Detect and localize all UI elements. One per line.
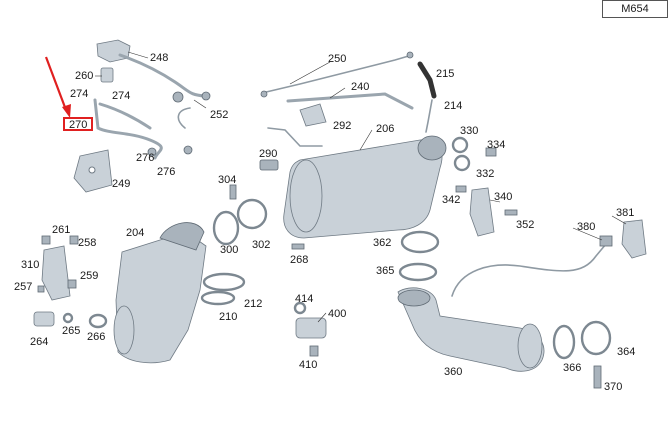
sensor-260 <box>100 67 114 83</box>
label-380: 380 <box>577 221 596 233</box>
model-code-box: M654 <box>602 0 668 18</box>
pipe-292 <box>267 127 323 147</box>
label-342: 342 <box>442 194 461 206</box>
label-340: 340 <box>494 191 513 203</box>
label-366: 366 <box>563 362 582 374</box>
label-270: 270 <box>69 119 88 131</box>
label-258: 258 <box>78 237 97 249</box>
label-266: 266 <box>87 331 106 343</box>
ring-300 <box>212 210 240 246</box>
bracket-381 <box>621 219 647 259</box>
sensor-cable-380 <box>451 235 613 297</box>
leader-lines <box>95 51 627 323</box>
label-261: 261 <box>52 224 71 236</box>
label-250: 250 <box>328 53 347 65</box>
label-215: 215 <box>436 68 455 80</box>
label-362: 362 <box>373 237 392 249</box>
label-274b: 274 <box>112 90 131 102</box>
label-204: 204 <box>126 227 145 239</box>
label-330: 330 <box>460 125 479 137</box>
actuator-400 <box>293 301 327 357</box>
bracket-248 <box>96 39 211 103</box>
label-240: 240 <box>351 81 370 93</box>
label-264: 264 <box>30 336 49 348</box>
callout-highlight-270 <box>63 117 93 131</box>
label-257: 257 <box>14 281 33 293</box>
label-300: 300 <box>220 244 239 256</box>
sensor-330 <box>451 136 497 172</box>
particulate-filter-206 <box>283 135 447 239</box>
label-304: 304 <box>218 174 237 186</box>
label-364: 364 <box>617 346 636 358</box>
label-249: 249 <box>112 178 131 190</box>
ring-365 <box>398 262 438 282</box>
label-310: 310 <box>21 259 40 271</box>
label-370: 370 <box>604 381 623 393</box>
pipes-270 <box>93 98 193 160</box>
bolt-304 <box>229 184 237 200</box>
turbo-housing-204 <box>113 222 207 364</box>
hose-215 <box>417 61 437 99</box>
ring-210 <box>200 290 236 306</box>
label-214: 214 <box>444 100 463 112</box>
label-292: 292 <box>333 120 352 132</box>
label-268: 268 <box>290 254 309 266</box>
label-206: 206 <box>376 123 395 135</box>
pipe-250 <box>260 51 414 98</box>
label-252: 252 <box>210 109 229 121</box>
bolt-370 <box>593 365 602 389</box>
pipe-214 <box>425 99 433 133</box>
callout-arrow <box>44 56 71 118</box>
catalytic-converter-360 <box>397 287 545 372</box>
pipe-240 <box>286 92 414 127</box>
bracket-340 <box>455 185 518 237</box>
label-381: 381 <box>616 207 635 219</box>
label-400: 400 <box>328 308 347 320</box>
label-260: 260 <box>75 70 94 82</box>
bolt-268 <box>291 243 305 250</box>
bracket-249 <box>73 149 113 193</box>
label-410: 410 <box>299 359 318 371</box>
label-276a: 276 <box>136 152 155 164</box>
label-352: 352 <box>516 219 535 231</box>
label-290: 290 <box>259 148 278 160</box>
label-274a: 274 <box>70 88 89 100</box>
label-248: 248 <box>150 52 169 64</box>
label-414: 414 <box>295 293 314 305</box>
clamp-302 <box>236 198 268 230</box>
parts-264-266 <box>33 311 108 329</box>
bracket-310 <box>37 235 79 301</box>
fitting-290 <box>259 159 279 171</box>
label-265: 265 <box>62 325 81 337</box>
label-360: 360 <box>444 366 463 378</box>
gasket-212 <box>202 272 246 292</box>
label-332: 332 <box>476 168 495 180</box>
label-302: 302 <box>252 239 271 251</box>
label-276b: 276 <box>157 166 176 178</box>
label-210: 210 <box>219 311 238 323</box>
clamp-364 <box>580 320 612 356</box>
label-259: 259 <box>80 270 99 282</box>
ring-366 <box>552 324 576 360</box>
clamp-362 <box>400 230 440 254</box>
label-365: 365 <box>376 265 395 277</box>
label-334: 334 <box>487 139 506 151</box>
label-212: 212 <box>244 298 263 310</box>
